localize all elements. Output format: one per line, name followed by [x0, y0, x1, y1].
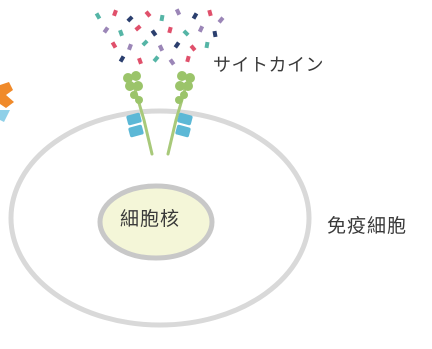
edge-shape-icon — [0, 82, 14, 122]
cytokine-particles-icon — [94, 8, 225, 66]
receptor-right-icon — [166, 71, 195, 156]
nucleus — [97, 183, 215, 261]
nucleus-label: 細胞核 — [120, 208, 181, 230]
receptor-left-icon — [123, 71, 154, 156]
cytokine-label: サイトカイン — [213, 55, 324, 76]
immune-cell-label: 免疫細胞 — [327, 215, 408, 237]
